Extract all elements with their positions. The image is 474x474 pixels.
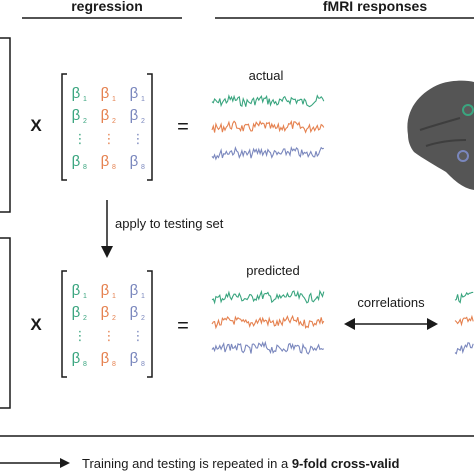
actual-signals — [211, 93, 325, 161]
beta-subscript: 1 — [83, 293, 87, 300]
beta-subscript: 8 — [112, 361, 116, 368]
beta-symbol: β — [72, 153, 81, 170]
actual-label: actual — [249, 68, 284, 83]
brain-sulcus — [419, 117, 461, 131]
signal-trace — [454, 291, 474, 304]
matrix-dots: ⋮ — [74, 328, 87, 343]
footer-arrow-head — [60, 458, 70, 468]
apply-label: apply to testing set — [115, 216, 224, 231]
beta-subscript: 2 — [112, 315, 116, 322]
footer-text-regular: Training and testing is repeated in a — [82, 456, 292, 471]
beta-symbol: β — [101, 153, 110, 170]
signal-trace — [211, 119, 325, 134]
signal-trace — [211, 289, 325, 305]
beta-symbol: β — [72, 282, 81, 299]
beta-symbol: β — [130, 153, 139, 170]
signal-trace — [454, 314, 474, 327]
matrix-dots: ⋮ — [103, 131, 116, 146]
matrix-dots: ⋮ — [132, 131, 145, 146]
equals-sign-bottom: = — [177, 315, 189, 337]
beta-subscript: 2 — [112, 118, 116, 125]
beta-subscript: 1 — [83, 96, 87, 103]
beta-subscript: 1 — [141, 293, 145, 300]
signal-trace — [211, 93, 325, 108]
beta-subscript: 1 — [112, 293, 116, 300]
beta-subscript: 8 — [83, 164, 87, 171]
matrix-dots: ⋮ — [132, 328, 145, 343]
matrix-dots: ⋮ — [103, 328, 116, 343]
beta-subscript: 8 — [83, 361, 87, 368]
beta-symbol: β — [130, 282, 139, 299]
beta-symbol: β — [130, 85, 139, 102]
brain-sulcus — [425, 139, 467, 147]
testing-box-edge — [0, 237, 11, 409]
beta-symbol: β — [72, 304, 81, 321]
correlations-arrow-head-left — [344, 318, 355, 330]
matrix-bracket-right — [147, 73, 153, 181]
signal-trace — [454, 342, 474, 355]
times-sign-bottom: X — [30, 315, 42, 334]
correlations-arrow-head-right — [427, 318, 438, 330]
beta-subscript: 8 — [141, 164, 145, 171]
footer-text: Training and testing is repeated in a 9-… — [82, 456, 400, 471]
signal-trace — [211, 145, 324, 161]
brain-illustration — [407, 80, 474, 190]
beta-subscript: 2 — [141, 118, 145, 125]
fmri-header: fMRI responses — [323, 0, 427, 14]
matrix-bracket-right — [147, 270, 153, 378]
apply-arrow-head — [101, 246, 113, 258]
correlations-label: correlations — [357, 295, 425, 310]
beta-subscript: 1 — [112, 96, 116, 103]
times-sign-top: X — [30, 116, 42, 135]
beta-symbol: β — [72, 350, 81, 367]
predicted-signals — [211, 289, 325, 355]
beta-symbol: β — [130, 304, 139, 321]
signal-trace — [211, 340, 325, 355]
beta-symbol: β — [101, 350, 110, 367]
beta-subscript: 2 — [83, 118, 87, 125]
cropped-actual-signals — [454, 291, 474, 355]
beta-subscript: 2 — [83, 315, 87, 322]
matrix-dots: ⋮ — [74, 131, 87, 146]
beta-symbol: β — [72, 107, 81, 124]
matrix-bracket-left — [61, 73, 67, 181]
beta-subscript: 8 — [112, 164, 116, 171]
footer-text-bold: 9-fold cross-valid — [292, 456, 400, 471]
training-box-edge — [0, 37, 11, 213]
beta-symbol: β — [101, 107, 110, 124]
predicted-label: predicted — [246, 263, 299, 278]
beta-symbol: β — [101, 304, 110, 321]
brain-dot-blue — [457, 150, 469, 162]
beta-symbol: β — [130, 350, 139, 367]
beta-symbol: β — [101, 85, 110, 102]
beta-symbol: β — [72, 85, 81, 102]
beta-symbol: β — [130, 107, 139, 124]
beta-subscript: 1 — [141, 96, 145, 103]
signal-trace — [211, 314, 325, 330]
brain-dot-green — [462, 104, 474, 116]
brain-shape — [407, 80, 474, 190]
beta-symbol: β — [101, 282, 110, 299]
equals-sign-top: = — [177, 116, 189, 138]
regression-header: regression — [71, 0, 143, 14]
matrix-bracket-left — [61, 270, 67, 378]
beta-subscript: 8 — [141, 361, 145, 368]
beta-subscript: 2 — [141, 315, 145, 322]
